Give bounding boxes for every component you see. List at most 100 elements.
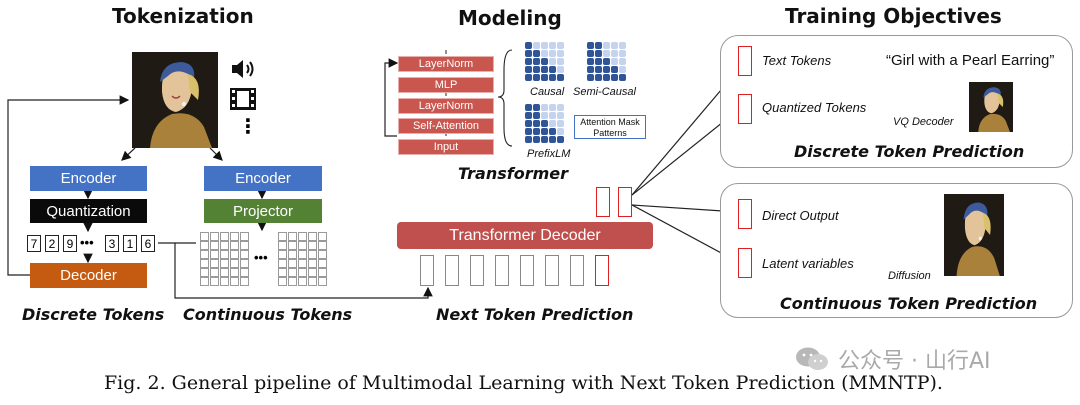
discrete-tokens-label: Discrete Tokens	[22, 305, 165, 324]
continuous-token-cell	[288, 277, 297, 286]
mask-cell	[557, 50, 564, 57]
mask-cell	[541, 112, 548, 119]
output-token-direct	[738, 199, 752, 229]
mask-cell	[541, 104, 548, 111]
decoder-block: Decoder	[30, 263, 147, 288]
transformer-layernorm-top: LayerNorm	[398, 56, 494, 72]
continuous-token-cell	[288, 232, 297, 241]
training-objectives-title: Training Objectives	[785, 4, 1002, 28]
transformer-self-attention: Self-Attention	[398, 118, 494, 134]
continuous-token-cell	[318, 241, 327, 250]
mask-cell	[557, 74, 564, 81]
discrete-token: 9	[63, 235, 77, 252]
mask-cell	[619, 42, 626, 49]
continuous-token-cell	[240, 277, 249, 286]
mask-cell	[603, 42, 610, 49]
continuous-token-cell	[298, 241, 307, 250]
mask-cell	[533, 104, 540, 111]
continuous-token-cell	[298, 250, 307, 259]
mask-cell	[525, 74, 532, 81]
mask-cell	[549, 66, 556, 73]
sequence-token	[570, 255, 584, 286]
mask-cell	[557, 128, 564, 135]
continuous-token-cell	[288, 268, 297, 277]
mask-cell	[557, 58, 564, 65]
mask-cell	[541, 58, 548, 65]
continuous-token-cell	[308, 259, 317, 268]
discrete-prediction-panel	[720, 35, 1073, 168]
mask-cell	[603, 74, 610, 81]
continuous-token-cell	[200, 232, 209, 241]
attention-mask-patterns-box: Attention Mask Patterns	[574, 115, 646, 139]
tokenization-title: Tokenization	[112, 4, 254, 28]
continuous-token-cell	[230, 268, 239, 277]
continuous-token-cell	[210, 241, 219, 250]
continuous-token-cell	[230, 241, 239, 250]
continuous-token-cell	[298, 277, 307, 286]
mask-cell	[557, 42, 564, 49]
mask-cell	[549, 136, 556, 143]
mask-cell	[549, 128, 556, 135]
mask-cell	[611, 58, 618, 65]
input-sequence-tokens	[420, 255, 620, 289]
continuous-token-cell	[210, 232, 219, 241]
continuous-token-cell	[240, 250, 249, 259]
mask-cell	[611, 50, 618, 57]
mask-cell	[533, 120, 540, 127]
transformer-mlp: MLP	[398, 77, 494, 93]
continuous-token-cell	[288, 250, 297, 259]
continuous-token-cell	[220, 241, 229, 250]
semi-causal-label: Semi-Causal	[573, 86, 636, 98]
continuous-token-cell	[200, 259, 209, 268]
continuous-token-cell	[210, 259, 219, 268]
video-icon	[230, 88, 256, 115]
current-token	[595, 255, 609, 286]
prefixlm-mask-grid	[525, 104, 565, 144]
continuous-prediction-panel	[720, 183, 1073, 318]
mask-cell	[557, 136, 564, 143]
output-token-quantized	[738, 94, 752, 124]
output-token-text	[738, 46, 752, 76]
mask-cell	[541, 66, 548, 73]
mask-cell	[549, 42, 556, 49]
mask-cell	[525, 112, 532, 119]
mask-cell	[557, 120, 564, 127]
continuous-token-cell	[240, 241, 249, 250]
mask-cell	[595, 74, 602, 81]
vq-output-image	[969, 82, 1013, 132]
audio-icon	[230, 57, 258, 86]
continuous-token-cell	[220, 259, 229, 268]
continuous-token-cell	[288, 259, 297, 268]
continuous-token-cell	[278, 241, 287, 250]
mask-cell	[549, 58, 556, 65]
sequence-token	[420, 255, 434, 286]
continuous-token-cell	[298, 268, 307, 277]
continuous-token-cell	[220, 250, 229, 259]
mask-cell	[595, 66, 602, 73]
discrete-token-prediction-title: Discrete Token Prediction	[794, 142, 1025, 161]
continuous-token-cell	[220, 268, 229, 277]
mask-cell	[587, 50, 594, 57]
continuous-token-cell	[210, 277, 219, 286]
vq-decoder-label: VQ Decoder	[893, 116, 954, 128]
mask-cell	[549, 120, 556, 127]
diffusion-label: Diffusion	[888, 270, 931, 282]
wechat-icon	[795, 346, 829, 377]
causal-mask-grid	[525, 42, 565, 82]
continuous-tokens-label: Continuous Tokens	[183, 305, 353, 324]
continuous-token-cell	[318, 277, 327, 286]
mask-cell	[611, 74, 618, 81]
mask-cell	[533, 112, 540, 119]
mask-cell	[541, 136, 548, 143]
continuous-ellipsis: •••	[254, 250, 268, 265]
transformer-label: Transformer	[458, 164, 569, 183]
continuous-token-cell	[240, 259, 249, 268]
encoder-right: Encoder	[204, 166, 322, 191]
painting-image	[132, 52, 218, 148]
continuous-token-cell	[278, 259, 287, 268]
continuous-token-cell	[220, 232, 229, 241]
continuous-token-cell	[308, 268, 317, 277]
mask-cell	[533, 42, 540, 49]
continuous-token-cell	[240, 232, 249, 241]
